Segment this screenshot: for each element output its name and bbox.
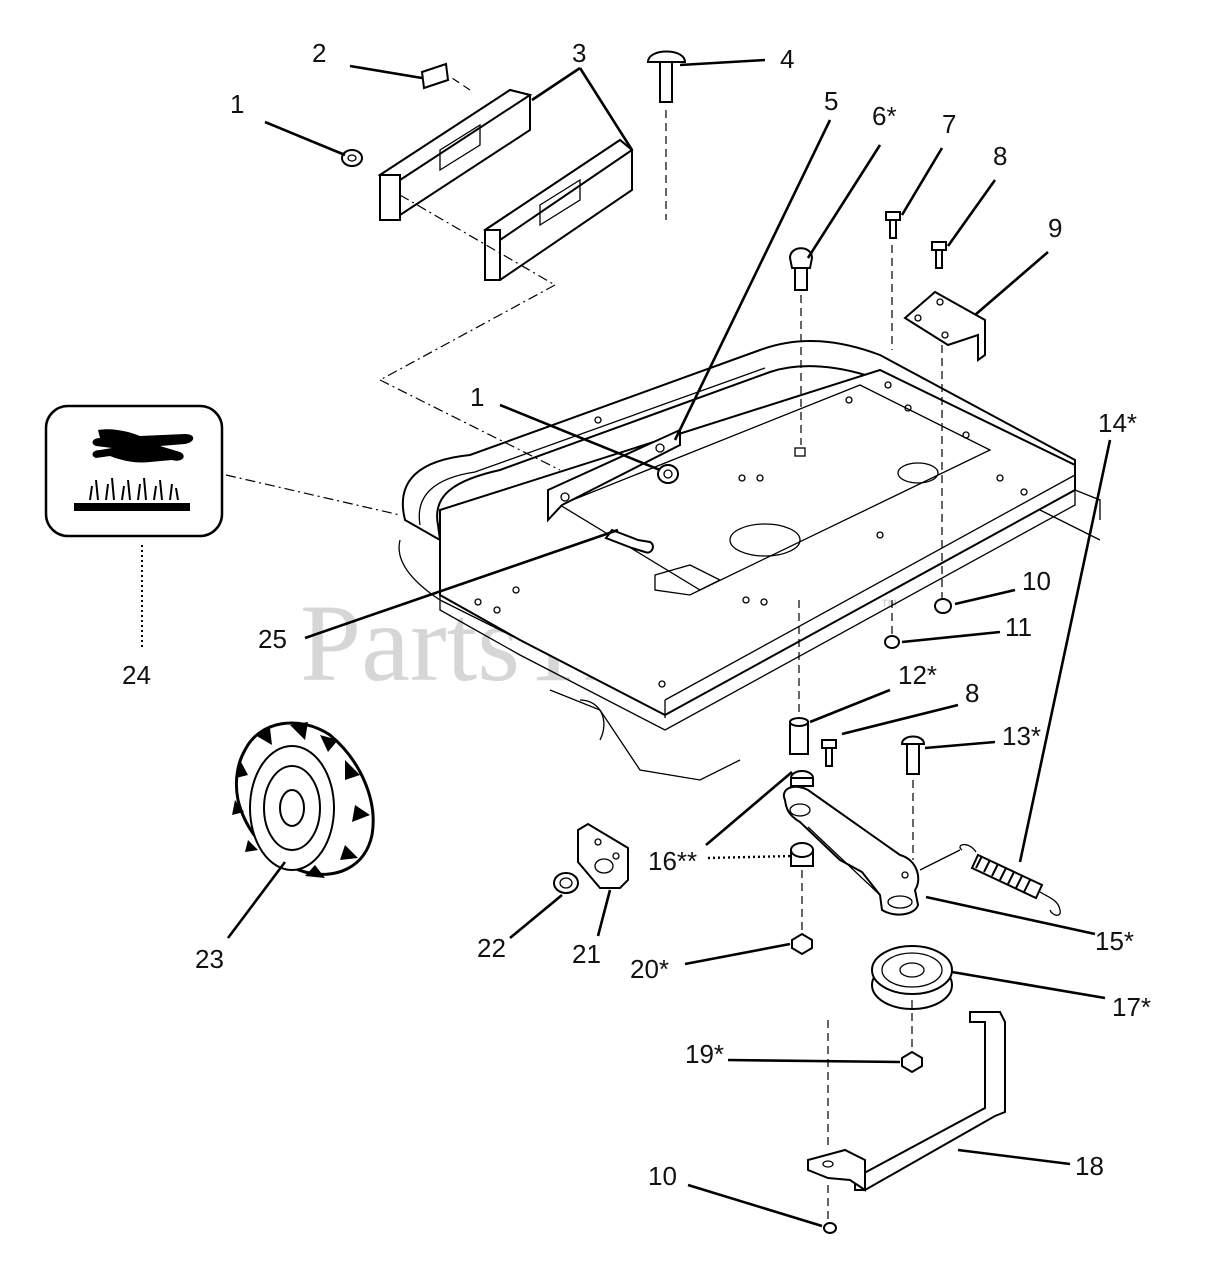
- plate-21: [577, 822, 629, 889]
- callout-labels: 1 2 3 4 5 6* 7 8 9 1 24 25 10 11 12* 8 1…: [122, 38, 1151, 1191]
- callout-8-top: 8: [993, 141, 1007, 171]
- nut-20: [791, 932, 813, 956]
- callout-23: 23: [195, 944, 224, 974]
- callout-22: 22: [477, 933, 506, 963]
- idler-arm-15: [782, 785, 920, 916]
- callout-24: 24: [122, 660, 151, 690]
- callout-10-bottom: 10: [648, 1161, 677, 1191]
- spring-14: [919, 843, 1061, 916]
- bushing-16-lower: [790, 842, 814, 930]
- nut-10-bottom: [823, 1222, 837, 1234]
- callout-18: 18: [1075, 1151, 1104, 1181]
- callout-19: 19*: [685, 1039, 724, 1069]
- callout-14: 14*: [1098, 408, 1137, 438]
- decal-part: [420, 62, 450, 90]
- bolt-25: [604, 528, 654, 554]
- bracket-18: [807, 1011, 1006, 1225]
- callout-4: 4: [780, 44, 794, 74]
- callout-3: 3: [572, 38, 586, 68]
- tire-23: [232, 721, 375, 878]
- bolt-7: [885, 211, 901, 350]
- bolt-6: [788, 247, 814, 457]
- frame-plate: [398, 339, 1101, 781]
- hand-hot-surface-icon: [74, 429, 194, 511]
- weight-plates: [377, 69, 634, 471]
- callout-8-lower: 8: [965, 678, 979, 708]
- callout-11: 11: [1005, 612, 1032, 642]
- callout-21: 21: [572, 939, 601, 969]
- bracket-9: [903, 290, 986, 600]
- nut-top: [341, 149, 363, 167]
- callout-10-top: 10: [1022, 566, 1051, 596]
- callout-1-plate: 1: [470, 382, 484, 412]
- callout-2: 2: [312, 38, 326, 68]
- bolt-13: [900, 735, 926, 860]
- nut-plate: [657, 464, 679, 484]
- callout-16: 16**: [648, 846, 697, 876]
- callout-17: 17*: [1112, 992, 1151, 1022]
- bushing-22: [553, 872, 579, 894]
- callout-15: 15*: [1095, 926, 1134, 956]
- callout-5: 5: [824, 86, 838, 116]
- bolt-8-top: [931, 241, 947, 269]
- pulley-17: [871, 945, 953, 1048]
- callout-9: 9: [1048, 213, 1062, 243]
- callout-13: 13*: [1002, 721, 1041, 751]
- nut-11: [884, 600, 900, 649]
- spacer-12: [789, 600, 809, 755]
- nut-19: [901, 1050, 923, 1074]
- nut-10-top: [934, 598, 952, 614]
- callout-12: 12*: [898, 660, 937, 690]
- hand-hot-surface-decal: [44, 404, 401, 650]
- callout-25: 25: [258, 624, 287, 654]
- leader-lines: [226, 58, 1112, 1228]
- callout-7: 7: [942, 109, 956, 139]
- bushing-16-upper: [790, 770, 814, 787]
- callout-6: 6*: [872, 101, 897, 131]
- bolt-8-lower: [821, 739, 837, 767]
- carriage-bolt: [646, 50, 687, 220]
- watermark-trademark: ™: [880, 596, 898, 616]
- callout-1-top: 1: [230, 89, 244, 119]
- callout-20: 20*: [630, 954, 669, 984]
